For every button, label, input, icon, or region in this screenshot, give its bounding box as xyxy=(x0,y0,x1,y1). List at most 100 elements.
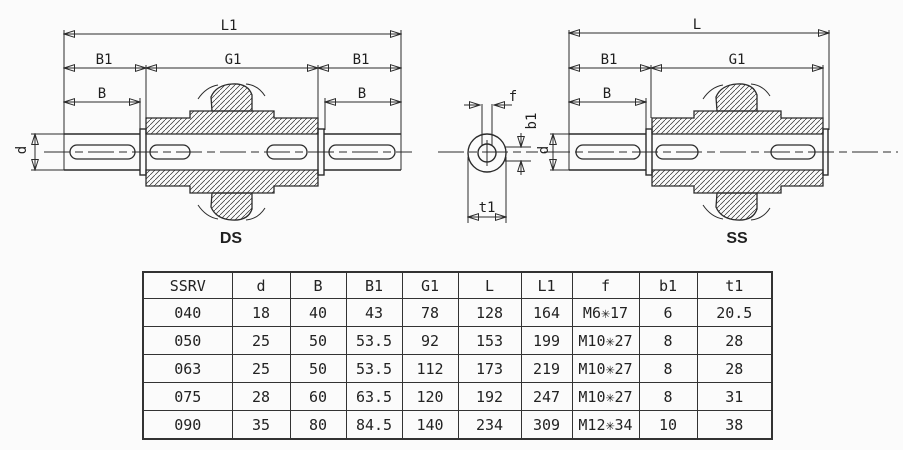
break-tail xyxy=(197,84,219,100)
table-cell: M10✳27 xyxy=(571,326,640,355)
table-cell: M10✳27 xyxy=(571,382,640,411)
keyway-slot xyxy=(266,144,308,160)
table-cell: 112 xyxy=(401,354,459,383)
table-cell: 192 xyxy=(457,382,522,411)
table-cell: 25 xyxy=(231,354,291,383)
table-row: 063 25 50 53.5 112 173 219 M10✳27 8 28 xyxy=(142,354,773,383)
table-header-cell: L1 xyxy=(520,271,573,299)
shaft-cross-section: f b1 t1 xyxy=(438,89,540,223)
ss-worm-wheel-section xyxy=(651,83,824,221)
break-tail xyxy=(702,84,724,100)
dimension-table: SSRV d B B1 G1 L L1 f b1 t1 040 18 40 43… xyxy=(142,271,773,440)
table-cell: 63.5 xyxy=(345,382,403,411)
ds-caption: DS xyxy=(220,230,243,247)
ds-dimension-lines xyxy=(35,34,401,170)
ds-collar-right xyxy=(317,128,325,176)
table-header-cell: G1 xyxy=(401,271,459,299)
ss-dimension-lines xyxy=(553,33,829,170)
table-cell: 199 xyxy=(520,326,573,355)
table-cell: 53.5 xyxy=(345,354,403,383)
table-cell: 31 xyxy=(696,382,773,411)
ss-keyways xyxy=(575,144,816,160)
dim-label-b1: b1 xyxy=(524,113,540,130)
table-cell: M10✳27 xyxy=(571,354,640,383)
keyway-slot xyxy=(655,144,699,160)
ds-wheel-break-bottom xyxy=(210,192,253,221)
ds-wheel-hatch-bottom xyxy=(145,169,319,194)
table-cell: 84.5 xyxy=(345,410,403,440)
table-cell: 28 xyxy=(696,354,773,383)
ss-shaft xyxy=(569,128,829,176)
table-cell: 063 xyxy=(142,354,233,383)
table-cell: 128 xyxy=(457,298,522,327)
table-cell: 8 xyxy=(638,354,698,383)
ss-caption: SS xyxy=(726,230,748,247)
break-tail xyxy=(750,207,771,221)
ss-collar-left xyxy=(645,128,653,176)
ds-worm-wheel-section xyxy=(145,83,319,221)
table-cell: 120 xyxy=(401,382,459,411)
table-cell: 8 xyxy=(638,326,698,355)
table-cell: 38 xyxy=(696,410,773,440)
ss-collar-right xyxy=(822,128,829,176)
table-cell: 075 xyxy=(142,382,233,411)
table-header-row: SSRV d B B1 G1 L L1 f b1 t1 xyxy=(142,271,773,299)
ss-wheel-hatch-top xyxy=(651,110,824,135)
table-header-cell: B1 xyxy=(345,271,403,299)
keyway-slot xyxy=(328,144,396,160)
dim-label-b-ss: B xyxy=(603,86,611,102)
table-cell: 140 xyxy=(401,410,459,440)
shaft-cross-section-circle xyxy=(467,133,507,173)
table-cell: M12✳34 xyxy=(571,410,640,440)
ds-wheel-break-top xyxy=(210,83,253,112)
ss-drawing: L B1 G1 B d SS xyxy=(536,17,898,247)
ss-wheel-hatch-bottom xyxy=(651,169,824,194)
keyway-slot xyxy=(149,144,191,160)
table-cell: 040 xyxy=(142,298,233,327)
table-header-cell: d xyxy=(231,271,291,299)
ss-wheel-break-bottom xyxy=(715,192,758,221)
dim-label-b1-right: B1 xyxy=(353,52,370,68)
table-row: 075 28 60 63.5 120 192 247 M10✳27 8 31 xyxy=(142,382,773,411)
dim-label-b1-ss: B1 xyxy=(601,52,618,68)
table-header-cell: f xyxy=(571,271,640,299)
table-cell: 35 xyxy=(231,410,291,440)
table-cell: 28 xyxy=(231,382,291,411)
ds-collar-left xyxy=(139,128,147,176)
table-cell: 173 xyxy=(457,354,522,383)
ds-drawing: L1 B1 G1 B1 B B d xyxy=(14,18,412,247)
keyway-slot xyxy=(575,144,641,160)
dim-label-b-right: B xyxy=(358,86,366,102)
table-cell: 6 xyxy=(638,298,698,327)
table-cell: 40 xyxy=(289,298,347,327)
table-cell: 28 xyxy=(696,326,773,355)
dim-label-b1-left: B1 xyxy=(96,52,113,68)
keyway-slot xyxy=(69,144,136,160)
table-cell: 219 xyxy=(520,354,573,383)
table-cell: 164 xyxy=(520,298,573,327)
break-tail xyxy=(750,83,771,97)
table-row: 040 18 40 43 78 128 164 M6✳17 6 20.5 xyxy=(142,298,773,327)
shaft-drawings: L1 B1 G1 B1 B B d xyxy=(14,17,898,247)
ds-wheel-hatch-top xyxy=(145,110,319,135)
table-header-cell: L xyxy=(457,271,522,299)
dim-label-g1: G1 xyxy=(225,52,242,68)
table-cell: 80 xyxy=(289,410,347,440)
table-cell: 78 xyxy=(401,298,459,327)
break-tail xyxy=(245,83,266,97)
dim-label-d-ss: d xyxy=(536,146,552,154)
ds-keyways xyxy=(69,144,396,160)
table-cell: 10 xyxy=(638,410,698,440)
table-cell: 090 xyxy=(142,410,233,440)
table-cell: 60 xyxy=(289,382,347,411)
table-cell: 234 xyxy=(457,410,522,440)
ss-wheel-break-top xyxy=(715,83,758,112)
keyway-slot xyxy=(770,144,816,160)
table-cell: 18 xyxy=(231,298,291,327)
ss-extension-lines xyxy=(550,30,830,171)
dim-label-d-ds: d xyxy=(14,146,30,154)
dim-label-l1: L1 xyxy=(221,18,238,34)
dim-label-g1-ss: G1 xyxy=(729,52,746,68)
table-row: 090 35 80 84.5 140 234 309 M12✳34 10 38 xyxy=(142,410,773,440)
